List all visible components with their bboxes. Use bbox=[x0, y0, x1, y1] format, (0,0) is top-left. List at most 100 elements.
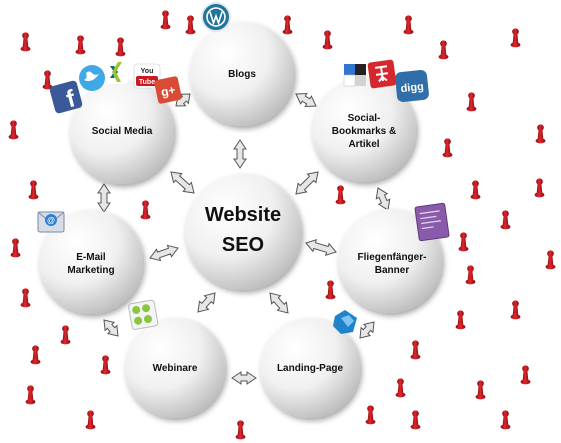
node-label-social-bookmarks-2: Bookmarks & bbox=[332, 126, 396, 137]
double-arrow bbox=[231, 371, 257, 385]
pawn-figure bbox=[160, 10, 171, 30]
pawn-figure bbox=[545, 250, 556, 270]
bookmark-icon bbox=[367, 59, 397, 89]
double-arrow bbox=[295, 171, 319, 195]
node-label-social-media: Social Media bbox=[92, 126, 153, 137]
svg-text:@: @ bbox=[47, 216, 55, 225]
pawn-figure bbox=[500, 410, 511, 430]
node-center-website-seo: Website SEO bbox=[185, 174, 301, 290]
node-label-webinare: Webinare bbox=[153, 363, 198, 374]
pawn-figure bbox=[510, 28, 521, 48]
node-social-bookmarks: Social- Bookmarks & Artikel bbox=[312, 78, 416, 182]
pawn-figure bbox=[30, 345, 41, 365]
social-media-icons: f You Tube g+ bbox=[49, 60, 182, 113]
pawn-figure bbox=[140, 200, 151, 220]
double-arrow bbox=[305, 239, 337, 256]
pawn-figure bbox=[470, 180, 481, 200]
pawn-figure bbox=[85, 410, 96, 430]
social-bookmarks-icons: digg bbox=[343, 59, 429, 102]
double-arrow bbox=[359, 321, 375, 339]
pawn-figure bbox=[8, 120, 19, 140]
double-arrow bbox=[197, 292, 216, 313]
pawn-figure bbox=[10, 238, 21, 258]
double-arrow bbox=[103, 319, 119, 337]
pawn-figure bbox=[510, 300, 521, 320]
center-circle bbox=[185, 174, 301, 290]
pawn-figure bbox=[185, 15, 196, 35]
pawn-figure bbox=[458, 232, 469, 252]
center-label-line1: Website bbox=[205, 204, 281, 226]
twitter-icon bbox=[79, 65, 105, 91]
facebook-icon: f bbox=[49, 80, 83, 113]
xing-icon bbox=[106, 60, 128, 84]
pawn-figure bbox=[235, 420, 246, 440]
delicious-icon bbox=[343, 64, 366, 87]
svg-text:You: You bbox=[141, 68, 154, 75]
center-label-line2: SEO bbox=[222, 234, 264, 256]
node-label-blogs: Blogs bbox=[228, 69, 256, 80]
svg-text:Tube: Tube bbox=[139, 79, 155, 86]
pawn-figure bbox=[115, 37, 126, 57]
pawn-figure bbox=[520, 365, 531, 385]
pawn-figure bbox=[322, 30, 333, 50]
node-webinare: Webinare bbox=[125, 318, 225, 418]
node-label-fliegen-1: Fliegenfänger- bbox=[358, 252, 427, 263]
node-landing-page: Landing-Page bbox=[260, 318, 360, 418]
node-label-social-bookmarks-1: Social- bbox=[348, 113, 381, 124]
node-circle bbox=[70, 80, 174, 184]
digg-label: digg bbox=[400, 81, 424, 95]
pawn-figure bbox=[535, 124, 546, 144]
double-arrow bbox=[233, 139, 247, 169]
banner-card-icon bbox=[414, 202, 450, 242]
wordpress-icon bbox=[201, 2, 231, 32]
youtube-icon: You Tube bbox=[133, 63, 161, 89]
webinar-icon bbox=[128, 299, 159, 330]
pawn-figure bbox=[534, 178, 545, 198]
connector-arrows bbox=[97, 92, 391, 385]
node-circle bbox=[125, 318, 225, 418]
node-blogs: Blogs bbox=[190, 22, 294, 126]
node-circle bbox=[312, 78, 416, 182]
double-arrow bbox=[170, 171, 195, 194]
pawn-figure bbox=[325, 280, 336, 300]
pawn-figure bbox=[25, 385, 36, 405]
landing-page-icon bbox=[333, 310, 357, 334]
pawn-figure bbox=[335, 185, 346, 205]
email-icon: @ bbox=[37, 211, 65, 233]
node-label-fliegen-2: Banner bbox=[375, 265, 410, 276]
pawn-figure bbox=[438, 40, 449, 60]
node-label-social-bookmarks-3: Artikel bbox=[348, 139, 379, 150]
node-circle bbox=[338, 209, 442, 313]
pawn-figure bbox=[282, 15, 293, 35]
pawn-figure bbox=[60, 325, 71, 345]
digg-icon: digg bbox=[395, 70, 429, 102]
node-label-email-2: Marketing bbox=[67, 265, 114, 276]
node-email-marketing: E-Mail Marketing bbox=[39, 210, 143, 314]
node-social-media: Social Media bbox=[70, 80, 174, 184]
double-arrow bbox=[149, 244, 179, 262]
google-plus-icon: g+ bbox=[154, 76, 182, 104]
pawn-figure bbox=[410, 410, 421, 430]
pawn-figure bbox=[442, 138, 453, 158]
double-arrow bbox=[97, 183, 111, 213]
pawn-figure bbox=[475, 380, 486, 400]
pawn-figure bbox=[20, 32, 31, 52]
pawn-figure bbox=[365, 405, 376, 425]
pawn-figure bbox=[395, 378, 406, 398]
double-arrow bbox=[375, 187, 391, 211]
node-fliegenfaenger-banner: Fliegenfänger- Banner bbox=[338, 209, 442, 313]
pawn-figure bbox=[100, 355, 111, 375]
double-arrow bbox=[269, 292, 289, 314]
node-circle bbox=[190, 22, 294, 126]
google-plus-label: g+ bbox=[160, 83, 177, 100]
pawn-figure bbox=[465, 265, 476, 285]
pawn-figure bbox=[403, 15, 414, 35]
node-circle bbox=[260, 318, 360, 418]
pawn-figure bbox=[500, 210, 511, 230]
double-arrow bbox=[295, 92, 317, 108]
pawn-figure bbox=[28, 180, 39, 200]
pawn-figure bbox=[20, 288, 31, 308]
pawn-figure bbox=[75, 35, 86, 55]
